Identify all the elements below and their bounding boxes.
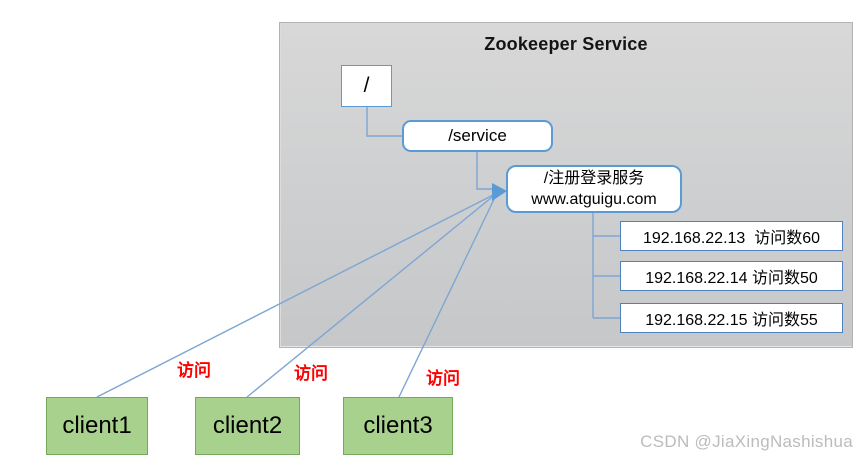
connector-registration-to-servers [592,213,620,319]
panel-title: Zookeeper Service [484,34,648,54]
server-node-1: 192.168.22.13 访问数60 [620,221,843,251]
client-box-3: client3 [343,397,453,455]
client-box-1: client1 [46,397,148,455]
registration-service-url: www.atguigu.com [531,191,657,208]
client-box-2: client2 [195,397,300,455]
server-node-2: 192.168.22.14 访问数50 [620,261,843,291]
registration-service-name: /注册登录服务 [543,170,645,187]
connector-root-to-service [366,107,402,137]
access-label-1: 访问 [177,361,211,380]
znode-root: / [341,65,392,107]
access-label-2: 访问 [294,364,328,383]
csdn-watermark: CSDN @JiaXingNashishua [640,432,853,451]
znode-service: /service [402,120,553,152]
connector-client3-access [398,192,498,398]
znode-registration: /注册登录服务 www.atguigu.com [506,165,682,213]
connector-service-to-registration [476,152,494,190]
connector-client2-access [246,192,498,398]
access-label-3: 访问 [426,369,460,388]
connector-client1-access [96,192,498,398]
server-node-3: 192.168.22.15 访问数55 [620,303,843,333]
arrowhead-icon [492,183,507,201]
